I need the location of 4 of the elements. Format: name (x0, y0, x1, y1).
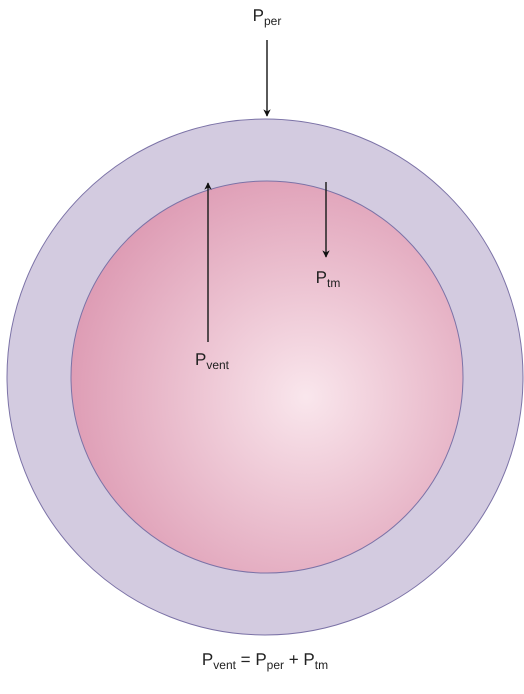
equation-caption: P$_{vent}$ = P$_{per}$ + P$_{tm}$ (202, 650, 328, 670)
pressure-label: P$_{per}$ (252, 6, 282, 26)
pressure-label: P$_{tm}$ (316, 268, 340, 288)
pressure-label: P$_{vent}$ (194, 350, 230, 370)
